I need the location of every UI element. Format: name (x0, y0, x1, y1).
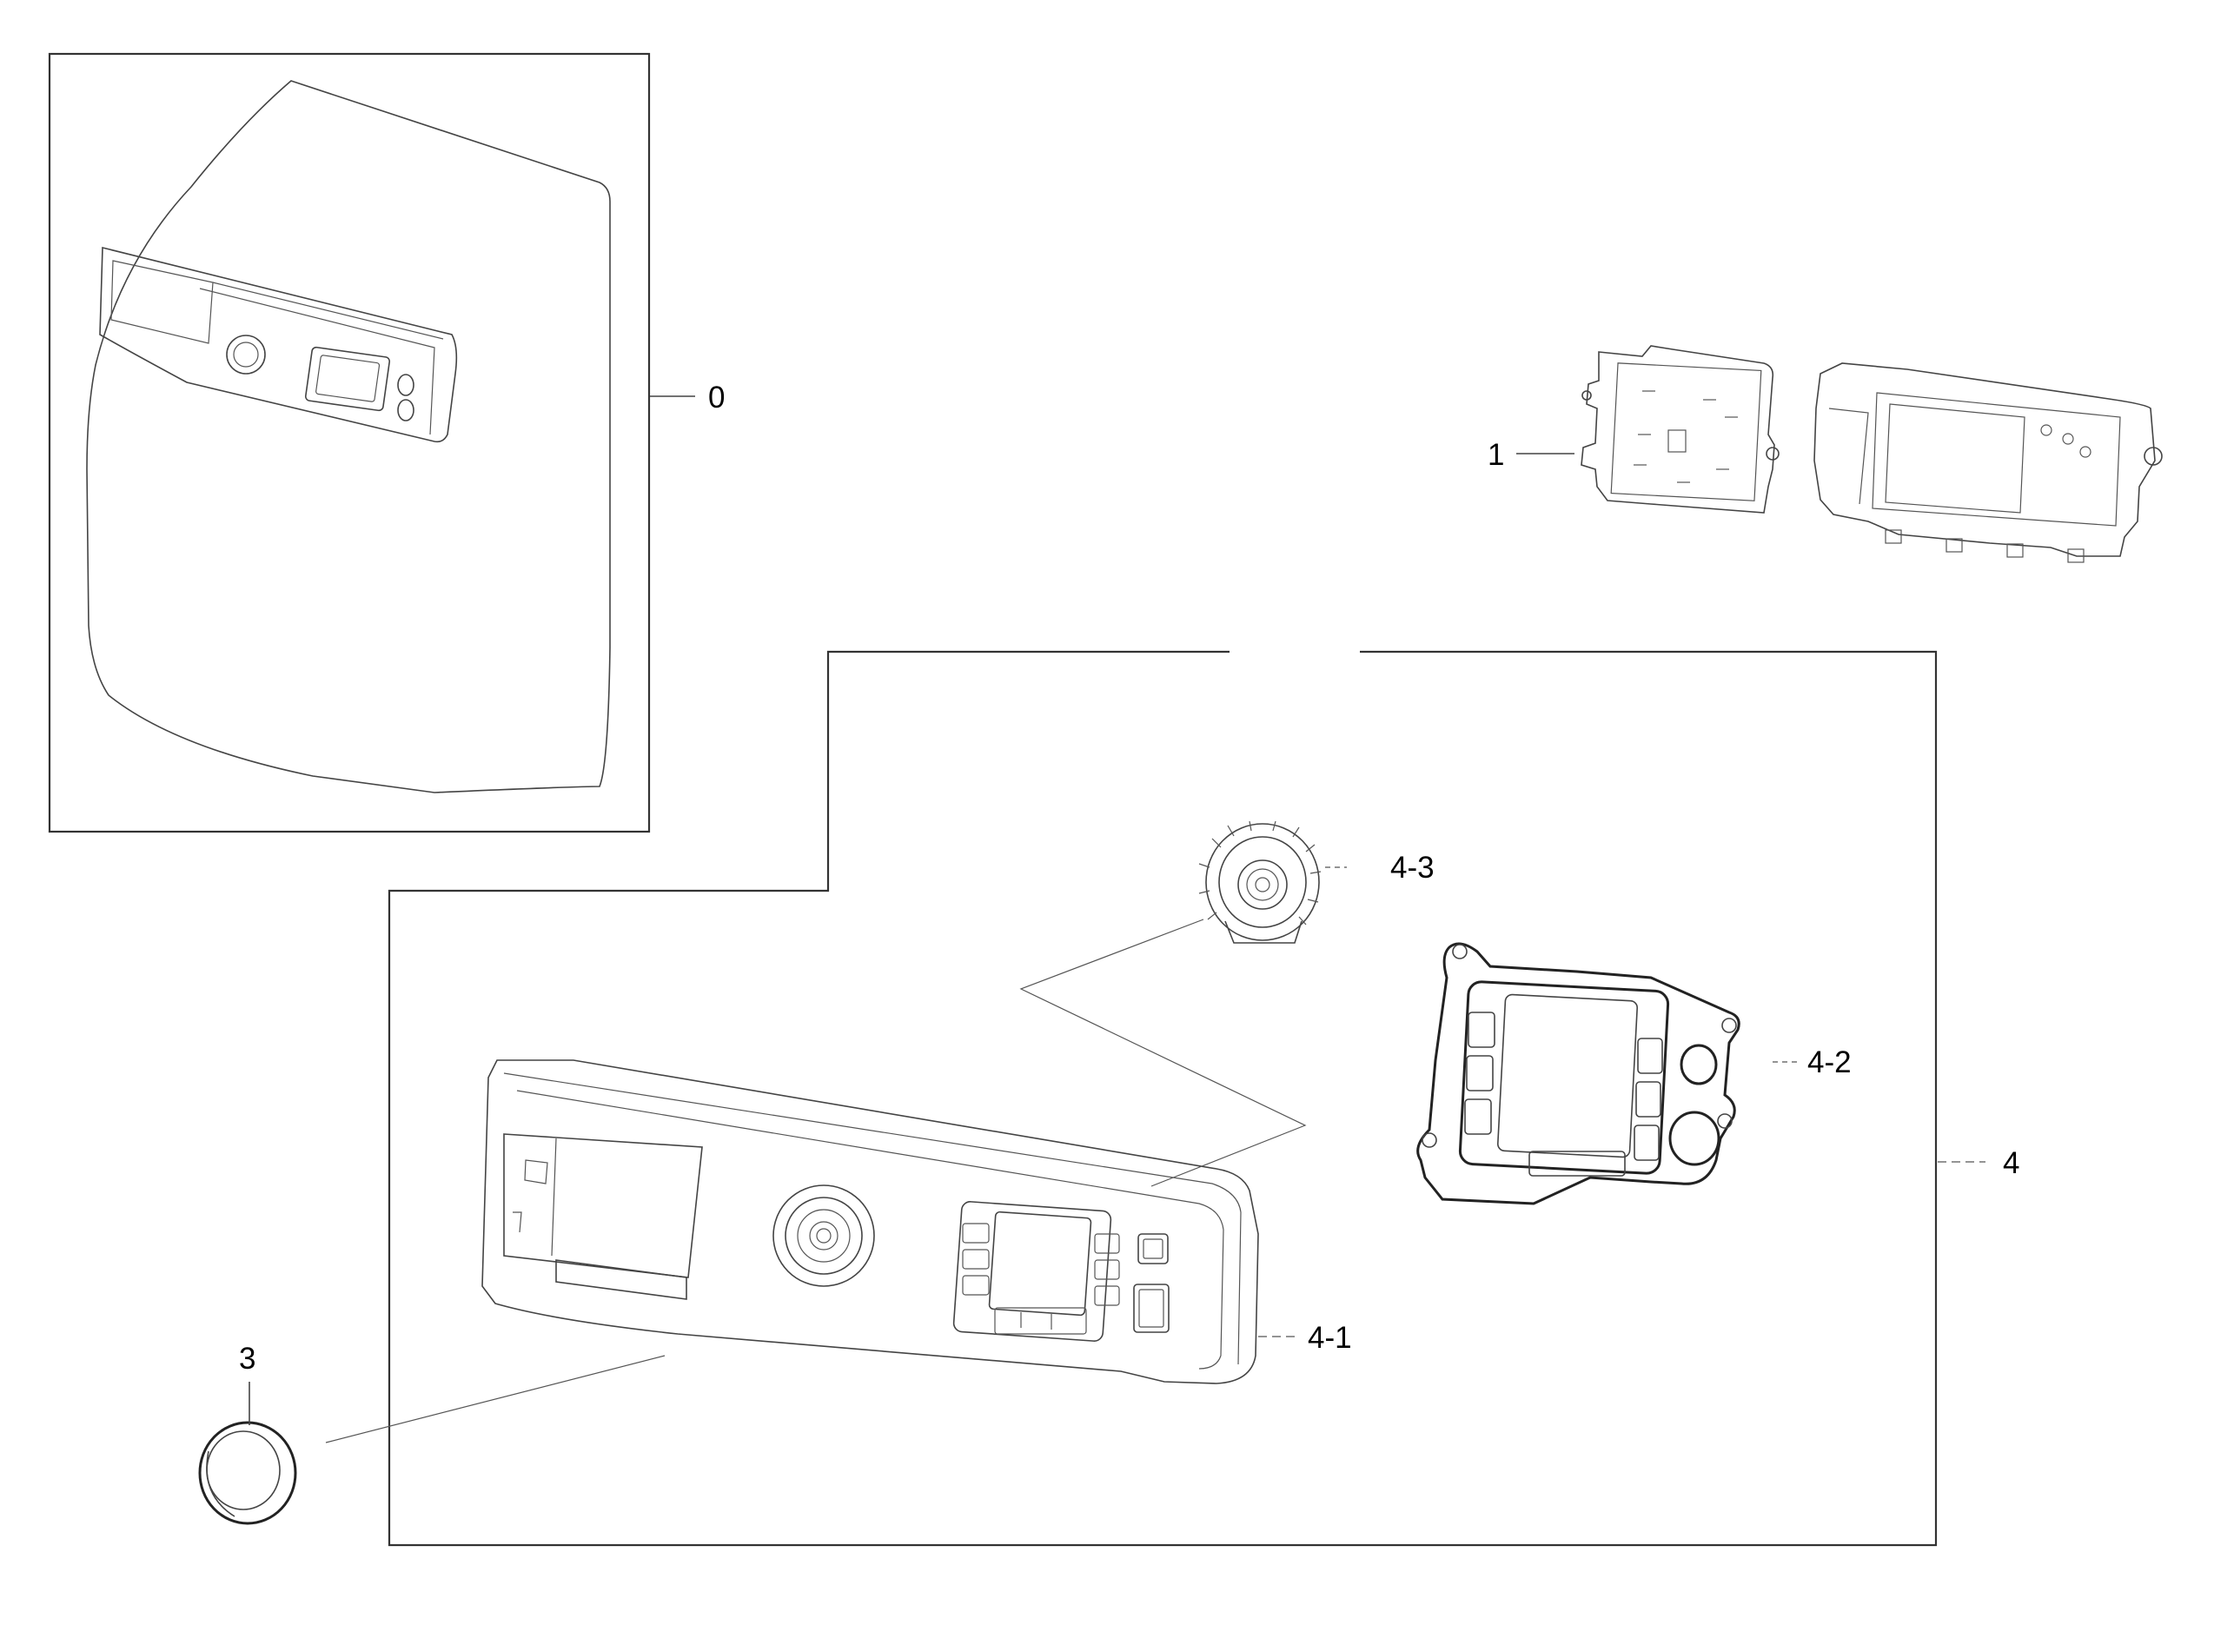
part-0-assembly-group: 0 (48, 52, 725, 833)
part-4-2-knob-lower (1668, 1111, 1720, 1166)
part-4-1-button-top (1137, 1233, 1169, 1264)
callout-4-1: 4-1 (1308, 1321, 1352, 1355)
part-3-ring-group: 3 (198, 1342, 666, 1525)
part-3-ring (198, 1421, 297, 1525)
callout-1: 1 (1488, 438, 1504, 472)
callout-0: 0 (708, 381, 725, 415)
part-0-display (304, 346, 391, 412)
callout-4: 4 (2003, 1146, 2019, 1180)
part-0-dial (226, 335, 266, 375)
part-4-1-drawer-opening (503, 1133, 703, 1278)
part-4-2-knob-upper (1680, 1044, 1718, 1085)
part-0-washer-body (86, 80, 611, 793)
part-4-frame (388, 650, 1938, 1547)
callout-4-2: 4-2 (1807, 1045, 1852, 1079)
part-4-assembly-group: 4 (388, 649, 2019, 1547)
part-1-pcb-left (1581, 345, 1775, 514)
part-4-1-display (952, 1201, 1112, 1342)
part-0-frame (48, 52, 651, 833)
part-4-3-knob: 4-3 (1198, 820, 1435, 944)
part-4-2-screen (1458, 980, 1670, 1175)
part-0-control-panel (99, 246, 458, 443)
part-1-pcb-right (1813, 362, 2156, 557)
callout-3: 3 (239, 1342, 255, 1376)
callout-4-3: 4-3 (1390, 851, 1435, 885)
part-4-1-button-bottom (1133, 1284, 1170, 1333)
part-4-1-control-panel: 4-1 (481, 919, 1352, 1384)
part-4-1-dial (772, 1184, 875, 1287)
part-4-2-display-module: 4-2 (1416, 942, 1852, 1205)
part-3-connector (325, 1355, 666, 1443)
part-1-pcb-group: 1 (1488, 345, 2163, 563)
